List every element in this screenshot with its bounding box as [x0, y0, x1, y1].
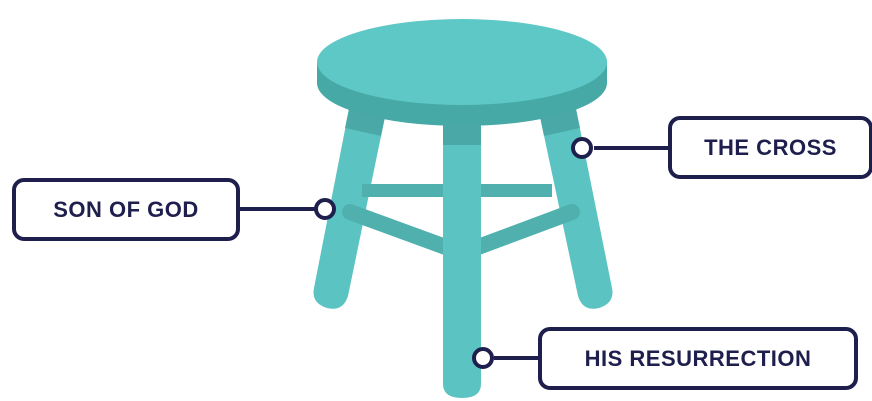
label-his-resurrection-text: HIS RESURRECTION: [585, 346, 812, 372]
label-his-resurrection: HIS RESURRECTION: [538, 327, 858, 390]
label-son-of-god-text: SON OF GOD: [53, 197, 199, 223]
label-the-cross-text: THE CROSS: [704, 135, 837, 161]
stool-seat-top: [317, 19, 607, 105]
label-the-cross: THE CROSS: [668, 116, 872, 179]
connector-dot-the-cross: [573, 139, 591, 157]
connector-dot-his-resurrection: [474, 349, 492, 367]
label-son-of-god: SON OF GOD: [12, 178, 240, 241]
connector-dot-son-of-god: [316, 200, 334, 218]
